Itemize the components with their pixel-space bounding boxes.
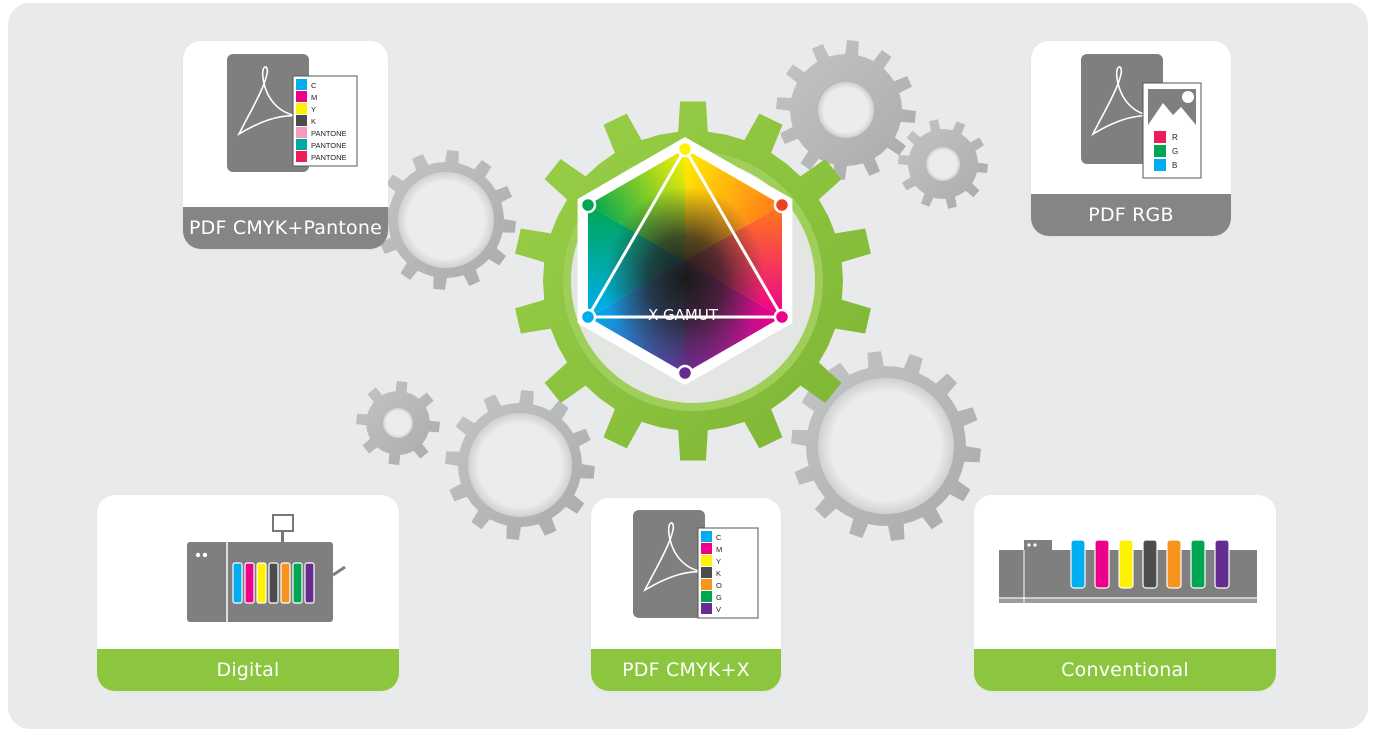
ink-unit-icon <box>1166 539 1182 589</box>
pdf-document-icon: CMYK PANTONE PANTONE PANTONE <box>227 54 358 172</box>
gamut-vertex-dot <box>579 196 597 214</box>
ink-cartridge-icon <box>304 562 315 604</box>
gamut-vertex-dot <box>676 140 694 158</box>
pdf-cmyk-x-label: PDF CMYK+X <box>591 649 781 691</box>
color-gamut-hexagon-icon <box>577 137 793 385</box>
swatch-label: M <box>716 545 722 554</box>
swatch-k-icon <box>296 115 307 126</box>
gear-top-right-large <box>776 40 916 180</box>
gears-layer <box>356 40 988 541</box>
swatch-label: G <box>1172 147 1178 156</box>
gamut-vertex-dot <box>579 308 597 326</box>
ink-unit-icon <box>1118 539 1134 589</box>
gear-bottom-left-small <box>356 381 440 465</box>
swatch-label: B <box>1172 161 1177 170</box>
swatch-m-icon <box>701 543 712 554</box>
gear-bottom-left <box>445 390 595 540</box>
swatch-o-icon <box>701 579 712 590</box>
swatch-label: K <box>311 117 316 126</box>
swatch-k-icon <box>701 567 712 578</box>
ink-unit-icon <box>1214 539 1230 589</box>
swatch-v-icon <box>701 603 712 614</box>
ink-cartridge-icon <box>232 562 243 604</box>
ink-cartridge-icon <box>256 562 267 604</box>
swatch-pantone-icon <box>296 151 307 162</box>
swatch-g-icon <box>701 591 712 602</box>
swatch-pantone-icon <box>296 139 307 150</box>
swatch-label: V <box>716 605 721 614</box>
swatch-y-icon <box>701 555 712 566</box>
ink-unit-icon <box>1142 539 1158 589</box>
ink-cartridge-icon <box>244 562 255 604</box>
gear-bottom-right <box>791 351 981 541</box>
swatch-label: C <box>311 81 317 90</box>
ink-cartridge-icon <box>268 562 279 604</box>
swatch-c-icon <box>701 531 712 542</box>
swatch-pantone-icon <box>296 127 307 138</box>
pdf-cmyk-pantone-label: PDF CMYK+Pantone <box>183 207 388 249</box>
x-gamut-label: X GAMUT <box>647 306 718 324</box>
swatch-label: R <box>1172 133 1178 142</box>
gamut-vertex-dot <box>676 364 694 382</box>
swatch-label: PANTONE <box>311 153 347 162</box>
pdf-image-document-icon: RGB <box>1081 54 1202 179</box>
gamut-vertex-dot <box>773 196 791 214</box>
ink-cartridge-icon <box>292 562 303 604</box>
ink-unit-icon <box>1094 539 1110 589</box>
digital-card[interactable]: Digital <box>97 495 399 691</box>
conventional-card[interactable]: Conventional <box>974 495 1276 691</box>
swatch-label: K <box>716 569 721 578</box>
swatch-r-icon <box>1154 131 1166 143</box>
ink-unit-icon <box>1190 539 1206 589</box>
swatch-g-icon <box>1154 145 1166 157</box>
swatch-c-icon <box>296 79 307 90</box>
pdf-rgb-label: PDF RGB <box>1031 194 1231 236</box>
swatch-label: M <box>311 93 317 102</box>
swatch-label: O <box>716 581 722 590</box>
swatch-label: G <box>716 593 722 602</box>
swatch-label: Y <box>716 557 721 566</box>
swatch-b-icon <box>1154 159 1166 171</box>
swatch-label: Y <box>311 105 316 114</box>
swatch-y-icon <box>296 103 307 114</box>
gear-top-right-small <box>898 119 988 209</box>
digital-label: Digital <box>97 649 399 691</box>
ink-cartridge-icon <box>280 562 291 604</box>
gear-top-left <box>376 150 516 290</box>
gamut-vertex-dot <box>773 308 791 326</box>
swatch-label: PANTONE <box>311 141 347 150</box>
conventional-press-icon <box>999 539 1257 607</box>
swatch-label: PANTONE <box>311 129 347 138</box>
swatch-label: C <box>716 533 722 542</box>
digital-press-icon <box>187 514 346 622</box>
conventional-label: Conventional <box>974 649 1276 691</box>
swatch-m-icon <box>296 91 307 102</box>
ink-unit-icon <box>1070 539 1086 589</box>
